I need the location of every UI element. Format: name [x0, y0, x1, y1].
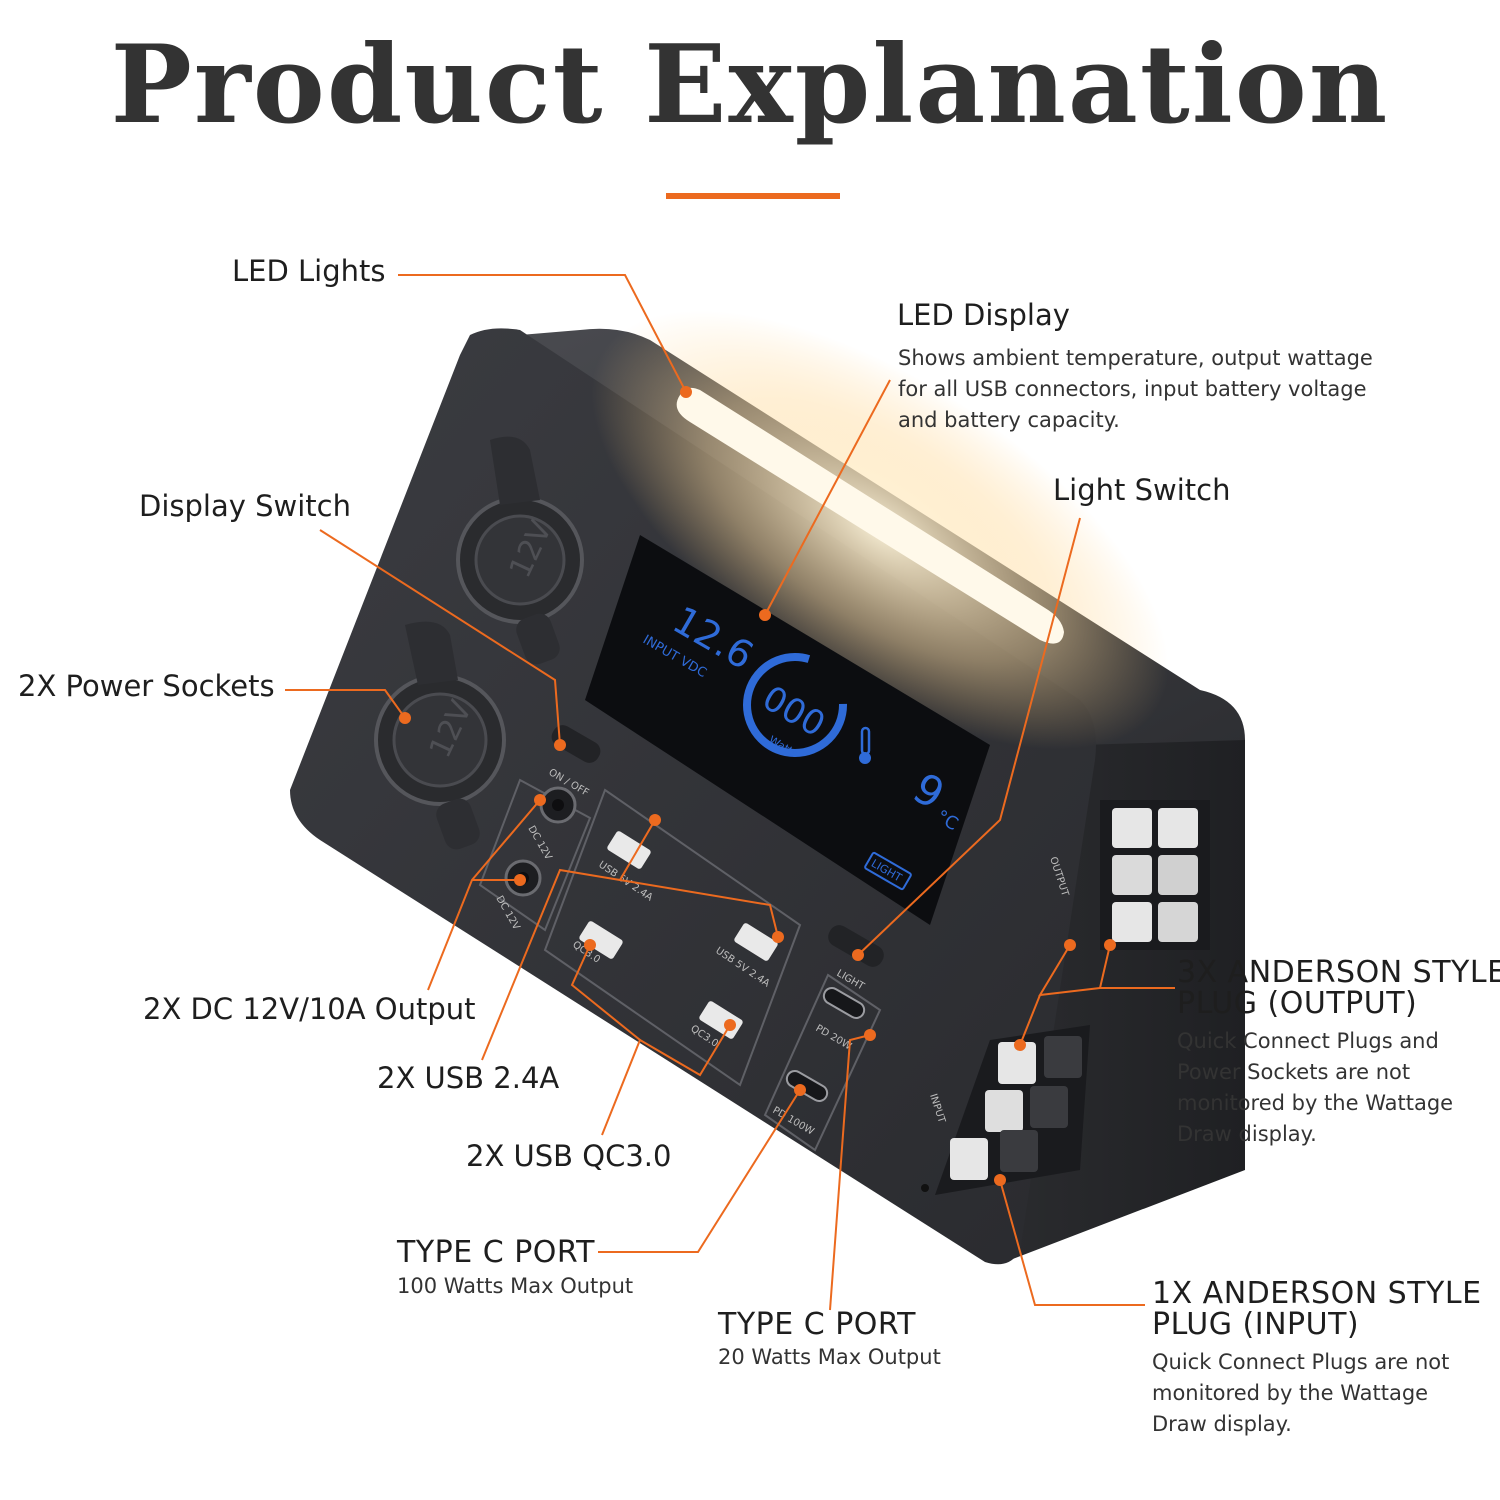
leader-led-lights — [398, 274, 687, 393]
title-underline — [666, 193, 840, 199]
leader-usb-24a-2 — [619, 879, 779, 938]
leader-display-switch — [319, 529, 561, 746]
leader-light-switch — [857, 517, 1081, 956]
callout-anderson-output-desc: Quick Connect Plugs and Power Sockets ar… — [1177, 1029, 1454, 1146]
lcd-light-badge-box — [864, 851, 912, 891]
thermometer-icon — [859, 726, 871, 764]
leader-anderson-output-3 — [1019, 994, 1041, 1046]
type-c-port-20w — [822, 987, 866, 1019]
power-socket-bottom: 12V — [374, 621, 506, 850]
callout-type-c-100-desc: 100 Watts Max Output — [397, 1274, 634, 1298]
callout-anderson-output-title-1: 3X ANDERSON STYLE — [1177, 955, 1500, 990]
leader-power-sockets — [285, 689, 406, 719]
callout-lines — [285, 274, 1175, 1311]
anderson-output-connectors: OUTPUT — [1047, 800, 1210, 950]
callout-usb-qc: 2X USB QC3.0 — [466, 1139, 672, 1173]
page-title: Product Explanation — [110, 22, 1390, 148]
callout-led-display-desc: Shows ambient temperature, output wattag… — [898, 346, 1373, 432]
callout-display-switch: Display Switch — [139, 489, 351, 523]
callout-type-c-20-title: TYPE C PORT — [718, 1307, 916, 1342]
anderson-input-connectors: INPUT — [921, 1025, 1090, 1195]
leader-usb-qc-2 — [639, 1024, 731, 1077]
callout-anderson-input-title-1: 1X ANDERSON STYLE — [1152, 1276, 1482, 1311]
callout-dc-output: 2X DC 12V/10A Output — [143, 992, 476, 1026]
led-light-bar — [591, 310, 1169, 750]
callout-anderson-input-title-2: PLUG (INPUT) — [1152, 1307, 1360, 1342]
usb-port-3 — [579, 921, 623, 959]
leader-anderson-input — [999, 1179, 1145, 1306]
lcd-screen: 12.6 INPUT VDC 000 Watts 9 °C LIGHT — [585, 535, 990, 925]
callout-anderson-output-title-2: PLUG (OUTPUT) — [1177, 986, 1418, 1021]
callout-type-c-100-title: TYPE C PORT — [397, 1235, 595, 1270]
callout-power-sockets: 2X Power Sockets — [18, 669, 275, 703]
leader-usb-24a — [481, 819, 656, 1061]
usb-port-2 — [734, 923, 778, 961]
callout-led-lights: LED Lights — [232, 254, 386, 288]
usb-port-1 — [607, 831, 651, 869]
callout-usb-24a: 2X USB 2.4A — [377, 1061, 560, 1095]
callout-anderson-input-desc: Quick Connect Plugs are not monitored by… — [1152, 1350, 1450, 1436]
power-socket-top: 12V — [456, 436, 584, 665]
callout-type-c-20-desc: 20 Watts Max Output — [718, 1345, 941, 1369]
leader-type-c-100 — [598, 1089, 801, 1253]
callout-light-switch: Light Switch — [1053, 473, 1231, 507]
leader-led-display — [764, 379, 891, 616]
lcd-watt-ring — [743, 653, 847, 757]
callout-led-display: LED Display — [897, 298, 1070, 332]
callout-dots — [399, 386, 1116, 1186]
leader-usb-qc — [570, 944, 642, 1136]
leader-type-c-20 — [829, 1034, 871, 1311]
